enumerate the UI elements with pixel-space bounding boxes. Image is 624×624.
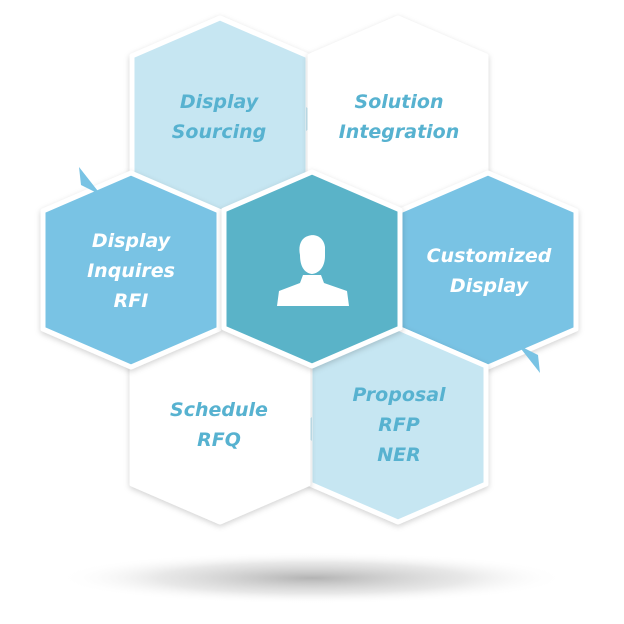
hexagon-shape xyxy=(40,170,222,370)
hexagon-label-line: Proposal xyxy=(352,384,446,406)
hexagon-label-line: Solution xyxy=(355,91,444,113)
hexagon-label-line: RFI xyxy=(114,290,149,312)
hexagon-label-line: Display xyxy=(180,91,260,113)
hexagon-label-line: Inquires xyxy=(87,260,175,282)
hexagon-label-line: Display xyxy=(450,275,530,297)
user-silhouette-icon xyxy=(277,235,349,306)
hexagon-label-line: Customized xyxy=(427,245,552,267)
hexagon-label-line: Schedule xyxy=(170,399,268,421)
hexagon-label-line: NER xyxy=(377,444,421,466)
hexagon-label-line: Display xyxy=(92,230,172,252)
floor-shadow xyxy=(57,552,567,604)
hexagon-label-line: RFQ xyxy=(197,429,241,451)
hexagon-label-line: Sourcing xyxy=(172,121,267,143)
flow-pointer xyxy=(79,167,101,195)
flow-pointer xyxy=(518,345,540,373)
center-hexagon xyxy=(221,169,403,369)
hexagon-label-line: Integration xyxy=(339,121,460,143)
hexagon-label-line: RFP xyxy=(378,414,420,436)
